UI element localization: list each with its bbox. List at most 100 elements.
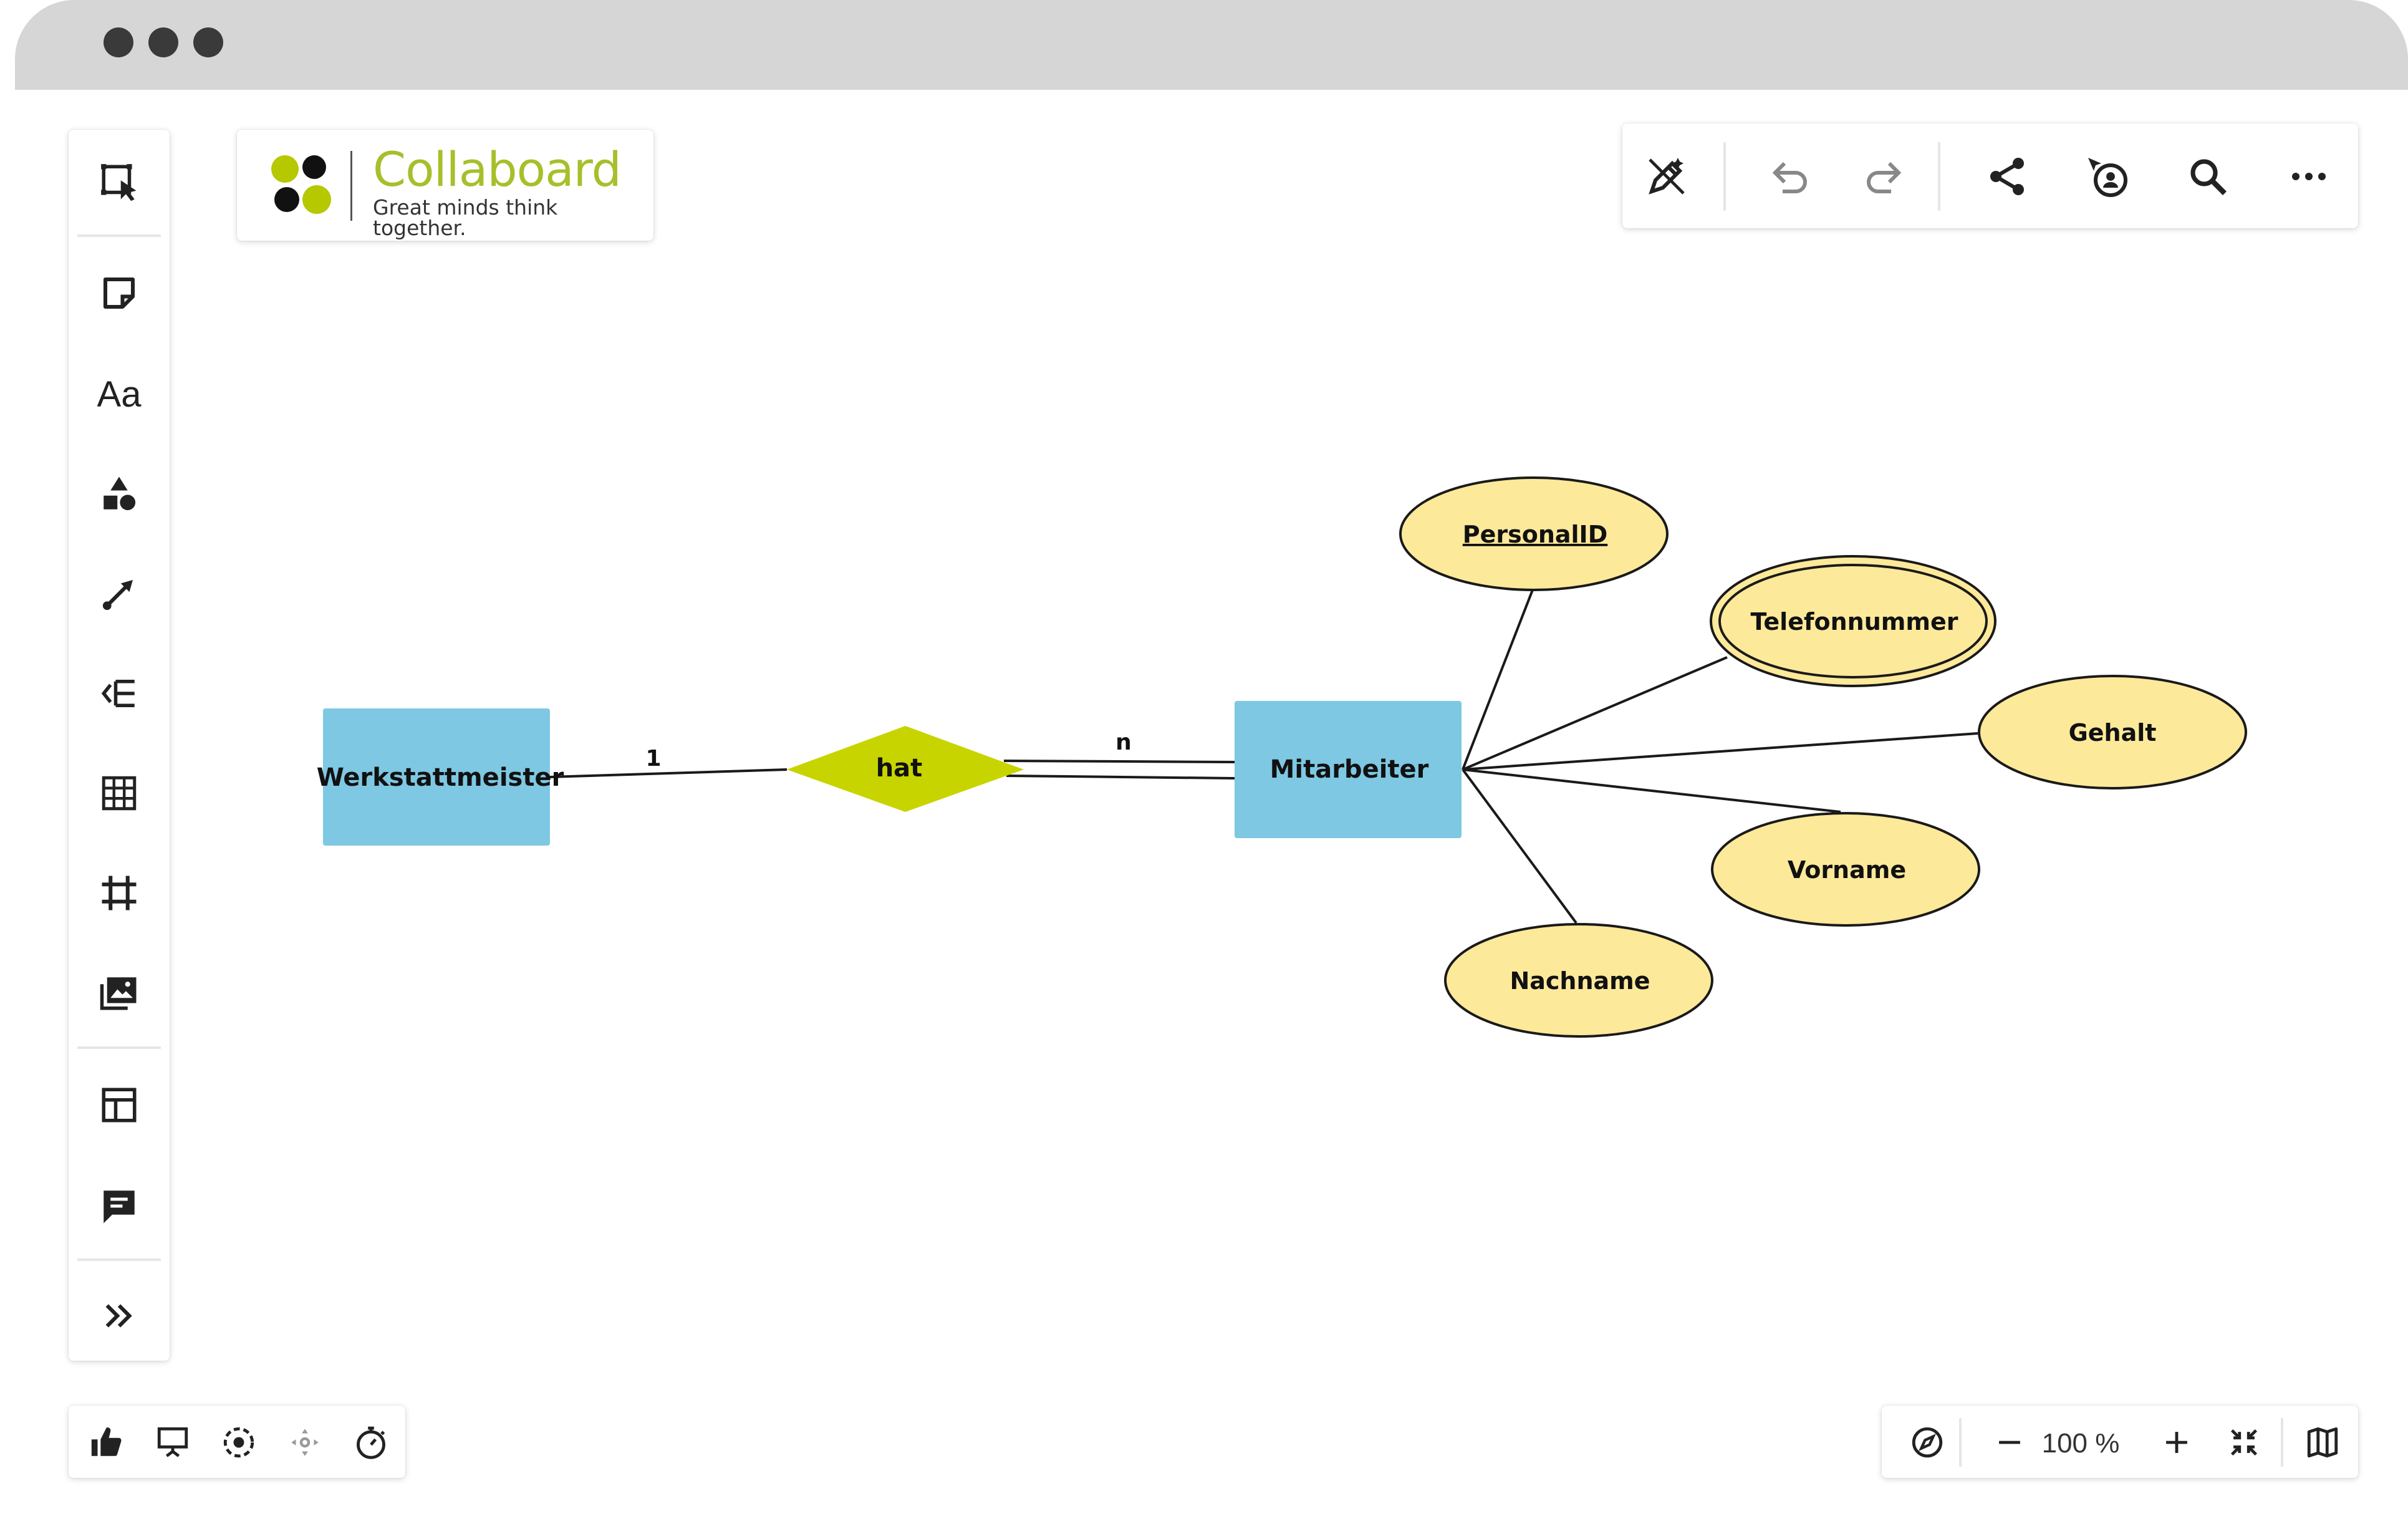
- magic-pen-icon: [1649, 158, 1685, 195]
- connector-gehalt[interactable]: [1462, 732, 1978, 771]
- connector-telefonnummer[interactable]: [1462, 656, 1728, 771]
- attribute-telefonnummer[interactable]: [1718, 564, 1988, 678]
- connector-hat-mitarbeiter-1[interactable]: [1003, 760, 1235, 763]
- toolbar-separator-1: [77, 234, 161, 237]
- zoom-divider-2: [2281, 1418, 2283, 1467]
- zoom-out-button[interactable]: [1988, 1421, 2031, 1464]
- logo-panel: Collaboard Great minds think together.: [237, 130, 653, 241]
- connector-vorname[interactable]: [1462, 768, 1841, 813]
- toolbar-divider-1: [1723, 142, 1726, 211]
- toolbar-divider-2: [1938, 142, 1940, 211]
- presentation-button[interactable]: [151, 1421, 195, 1464]
- left-toolbar: Aa: [69, 130, 170, 1361]
- attribute-gehalt-label: Gehalt: [2069, 719, 2157, 746]
- more-button[interactable]: [2281, 148, 2337, 205]
- logo-title: Collaboard: [373, 142, 622, 197]
- comment-icon: [104, 1190, 135, 1224]
- focus-target-icon: [223, 1427, 254, 1458]
- follow-me-button[interactable]: [2079, 148, 2135, 205]
- attribute-personalid-label: PersonalID: [1463, 521, 1608, 548]
- cardinality-right: n: [1115, 730, 1132, 755]
- relationship-hat-label: hat: [876, 754, 923, 783]
- comments-tool[interactable]: [69, 1169, 170, 1243]
- toolbar-separator-3: [77, 1258, 161, 1261]
- shapes-tool[interactable]: [69, 456, 170, 531]
- text-icon: Aa: [97, 374, 142, 415]
- select-cursor-icon: [101, 164, 137, 201]
- media-tool[interactable]: [69, 955, 170, 1030]
- focus-button[interactable]: [217, 1421, 261, 1464]
- zoom-level[interactable]: 100 %: [2041, 1428, 2120, 1459]
- entity-mitarbeiter[interactable]: [1235, 701, 1462, 838]
- undo-icon: [1772, 162, 1807, 193]
- more-icon: [2292, 173, 2326, 180]
- sticky-note-icon: [103, 277, 135, 309]
- entity-mitarbeiter-label: Mitarbeiter: [1270, 755, 1429, 784]
- cardinality-left: 1: [645, 746, 661, 771]
- frame-tool[interactable]: [69, 856, 170, 930]
- shapes-icon: [104, 476, 136, 511]
- attribute-vorname[interactable]: [1711, 812, 1980, 927]
- minimap-button[interactable]: [2301, 1421, 2344, 1464]
- magic-pen-button[interactable]: [1639, 148, 1695, 205]
- attribute-nachname-label: Nachname: [1510, 967, 1650, 995]
- attention-icon: [291, 1429, 319, 1456]
- window-dot-1[interactable]: [104, 27, 133, 57]
- attribute-nachname[interactable]: [1444, 923, 1713, 1038]
- search-button[interactable]: [2180, 148, 2236, 205]
- sticky-note-tool[interactable]: [69, 256, 170, 331]
- window-title-bar: [15, 0, 2408, 90]
- connector-werkstattmeister-hat[interactable]: [549, 768, 787, 778]
- template-layout-icon: [102, 1088, 137, 1123]
- attribute-personalid[interactable]: [1399, 476, 1669, 591]
- attribute-gehalt[interactable]: [1978, 675, 2247, 789]
- text-tool[interactable]: Aa: [69, 357, 170, 432]
- compass-icon: [1912, 1427, 1943, 1458]
- share-icon: [1990, 158, 2024, 195]
- window-dot-2[interactable]: [148, 27, 178, 57]
- presentation-icon: [157, 1427, 188, 1457]
- zoom-out-icon: [1999, 1441, 2020, 1444]
- structure-list-icon: [101, 680, 135, 707]
- image-gallery-icon: [100, 977, 137, 1010]
- connector-hat-mitarbeiter-2[interactable]: [1006, 775, 1235, 780]
- undo-button[interactable]: [1762, 148, 1818, 205]
- connector-personalid[interactable]: [1462, 589, 1534, 770]
- search-icon: [2190, 159, 2227, 195]
- voting-button[interactable]: [85, 1421, 128, 1464]
- attribute-telefonnummer-label: Telefonnummer: [1751, 608, 1958, 635]
- attribute-vorname-label: Vorname: [1788, 856, 1906, 884]
- table-tool[interactable]: [69, 756, 170, 831]
- zoom-in-button[interactable]: [2155, 1421, 2199, 1464]
- entity-werkstattmeister[interactable]: [323, 708, 550, 846]
- logo-divider: [350, 151, 352, 221]
- fit-screen-button[interactable]: [2222, 1421, 2266, 1464]
- share-button[interactable]: [1979, 148, 2035, 205]
- redo-button[interactable]: [1856, 148, 1912, 205]
- frame-icon: [102, 876, 137, 910]
- attention-button[interactable]: [283, 1421, 327, 1464]
- redo-icon: [1867, 162, 1902, 193]
- fit-screen-icon: [2230, 1429, 2258, 1456]
- navigation-button[interactable]: [1905, 1421, 1949, 1464]
- double-chevron-right-icon: [105, 1304, 132, 1328]
- thumbs-up-icon: [91, 1427, 122, 1456]
- connector-tool[interactable]: [69, 556, 170, 631]
- structure-tool[interactable]: [69, 656, 170, 731]
- zoom-in-icon: [2166, 1432, 2187, 1453]
- toolbar-separator-2: [77, 1046, 161, 1049]
- timer-button[interactable]: [349, 1421, 393, 1464]
- collaboard-logo-icon: [271, 155, 331, 214]
- relationship-hat[interactable]: [787, 726, 1024, 812]
- connector-nachname[interactable]: [1462, 768, 1577, 924]
- window-dot-3[interactable]: [193, 27, 223, 57]
- top-toolbar: [1622, 123, 2358, 228]
- logo-tagline: Great minds think together.: [373, 195, 558, 240]
- table-grid-icon: [102, 776, 137, 811]
- entity-werkstattmeister-label: Werkstattmeister: [317, 763, 564, 792]
- templates-tool[interactable]: [69, 1068, 170, 1142]
- bottom-right-toolbar: 100 %: [1882, 1406, 2358, 1478]
- expand-toolbar[interactable]: [69, 1278, 170, 1353]
- select-tool[interactable]: [69, 145, 170, 220]
